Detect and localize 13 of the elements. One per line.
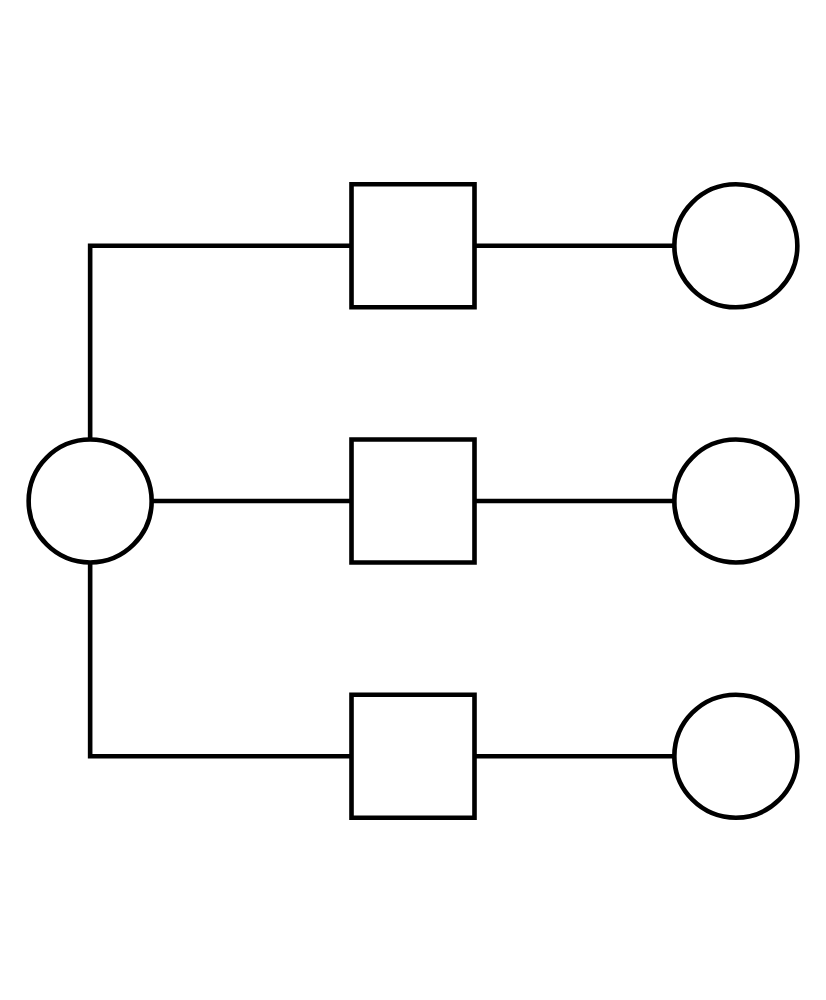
node-box [349, 181, 477, 309]
node-circle [26, 436, 154, 564]
node-circle [672, 181, 800, 309]
connector [87, 242, 351, 439]
connector [475, 752, 674, 758]
connector [87, 561, 351, 758]
node-circle [672, 436, 800, 564]
node-circle [672, 691, 800, 819]
node-box [349, 436, 477, 564]
node-box [349, 691, 477, 819]
connector [475, 242, 674, 248]
connector [152, 497, 351, 503]
connector [475, 497, 674, 503]
